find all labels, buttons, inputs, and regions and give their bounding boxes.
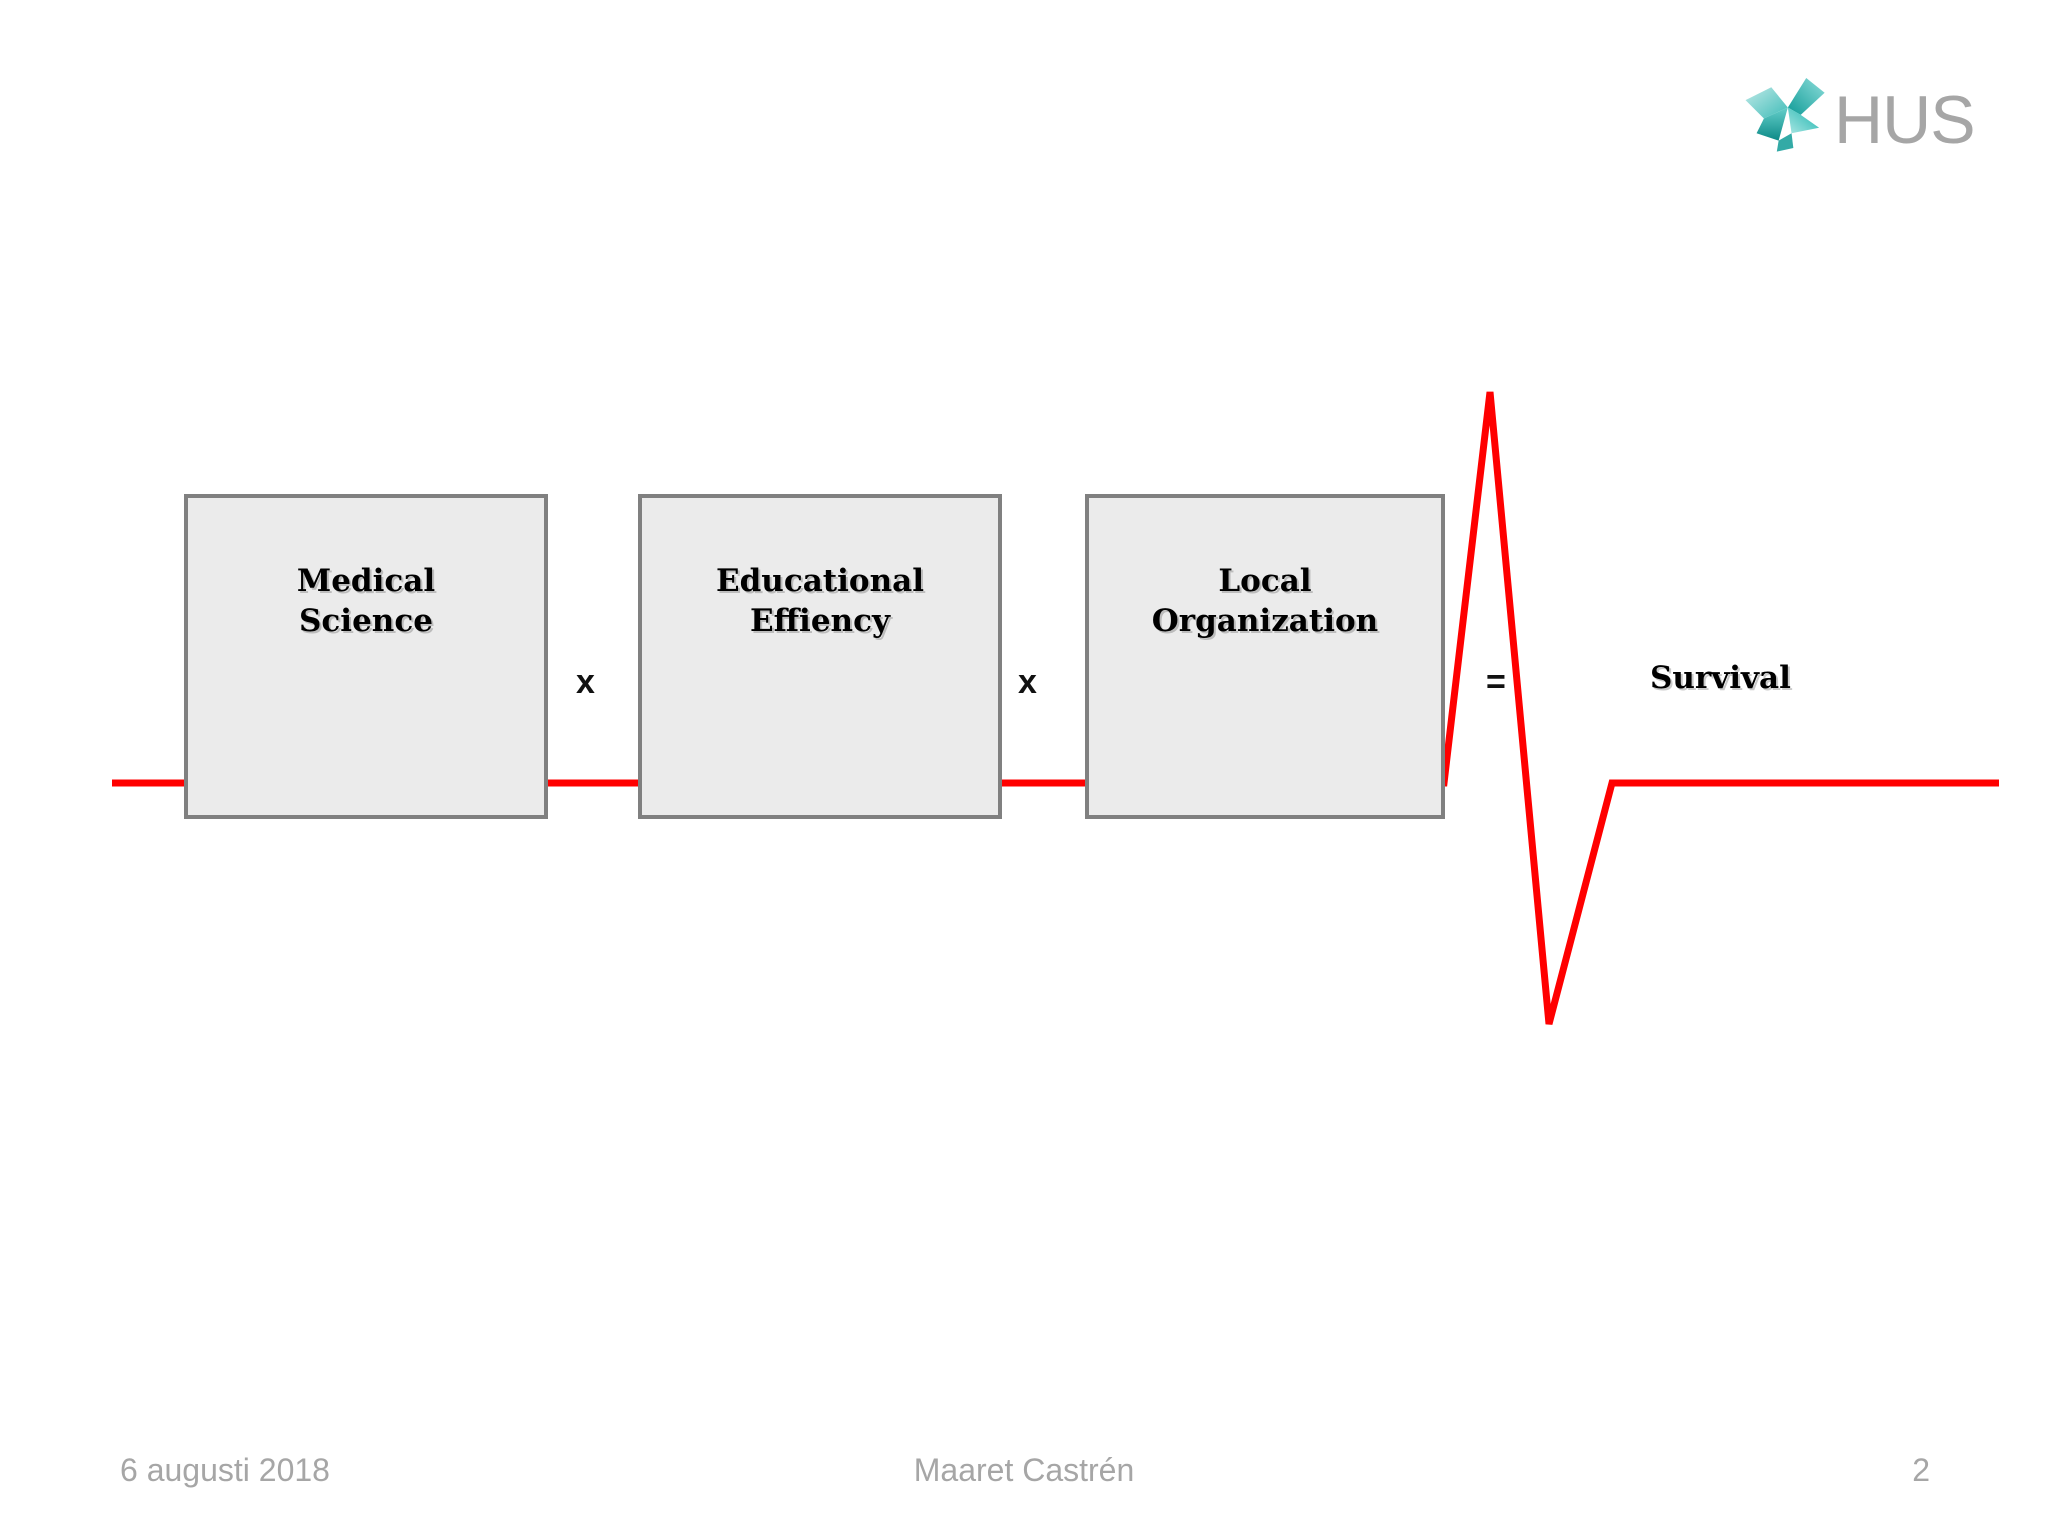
- hus-cross-icon: [1745, 78, 1825, 152]
- factor-box-medical-science[interactable]: Medical Science: [184, 494, 548, 819]
- operator-equals: =: [1486, 663, 1506, 701]
- hus-logo-text: HUS: [1834, 82, 1976, 158]
- operator-multiply-2: x: [1018, 663, 1037, 701]
- hus-logo: HUS: [1740, 58, 2000, 168]
- footer-date: 6 augusti 2018: [120, 1452, 330, 1488]
- result-label-survival: Survival: [1650, 660, 1791, 696]
- slide-footer: 6 augusti 2018 Maaret Castrén 2: [0, 1452, 2048, 1512]
- footer-author: Maaret Castrén: [913, 1452, 1135, 1488]
- footer-page-number: 2: [1912, 1452, 1930, 1488]
- factor-box-label: Medical Science: [296, 563, 436, 639]
- factor-box-local-organization[interactable]: Local Organization: [1085, 494, 1445, 819]
- factor-box-label: Educational Effiency: [716, 563, 924, 639]
- operator-multiply-1: x: [576, 663, 595, 701]
- factor-box-label: Local Organization: [1151, 563, 1379, 639]
- factor-box-educational-effiency[interactable]: Educational Effiency: [638, 494, 1002, 819]
